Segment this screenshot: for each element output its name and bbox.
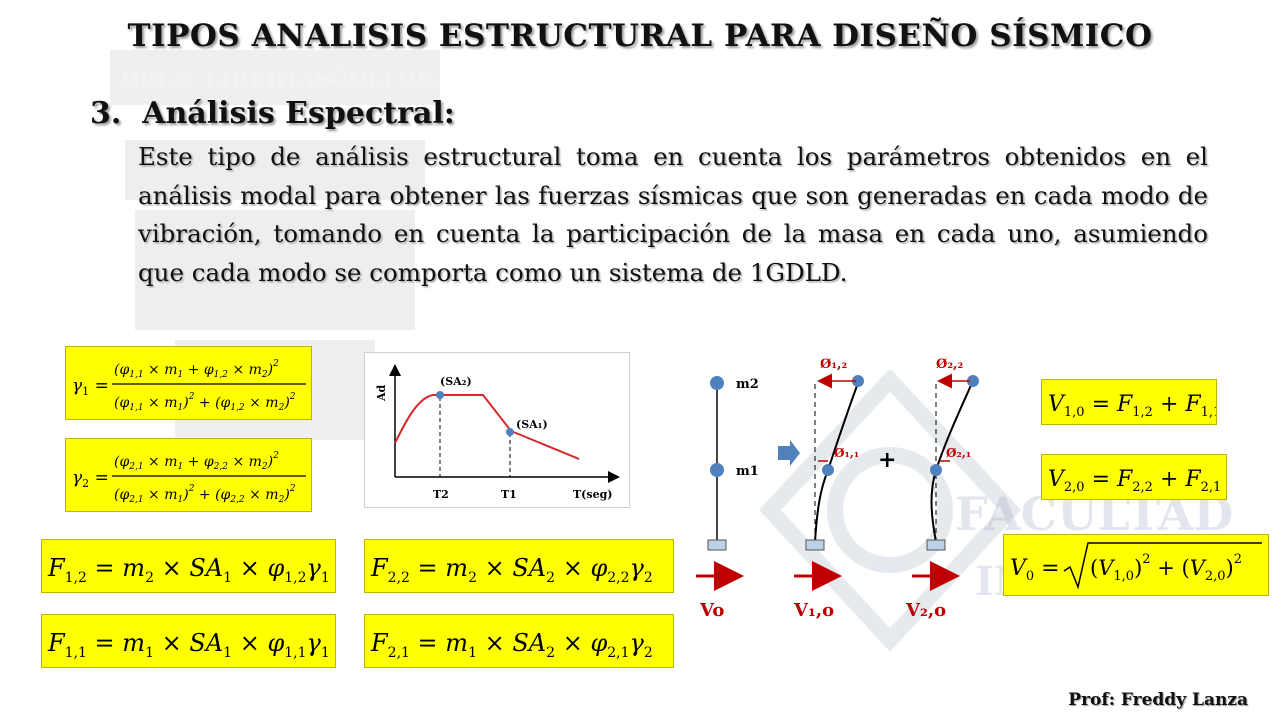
svg-text:V0 =: V0 =: [1010, 556, 1060, 584]
page-title: TIPOS ANALISIS ESTRUCTURAL PARA DISEÑO S…: [127, 18, 1153, 54]
phi-1-2: Ø₁,₂: [820, 357, 847, 372]
spectrum-point-sa1: (SA₁): [516, 418, 548, 431]
section-heading: 3. Análisis Espectral:: [90, 96, 455, 131]
author-credit: Prof: Freddy Lanza: [1068, 690, 1248, 710]
v0-formula: V0 = (V1,0)2 + (V2,0)2: [1003, 534, 1269, 596]
mass-label-m2: m2: [736, 377, 759, 392]
svg-text:(φ2,1 × m1 + φ2,2 × m2)2: (φ2,1 × m1 + φ2,2 × m2)2: [114, 451, 279, 472]
svg-text:F1,2 = m2 × SA1 × φ1,2γ1: F1,2 = m2 × SA1 × φ1,2γ1: [47, 554, 330, 586]
mass-label-m1: m1: [736, 464, 759, 479]
svg-text:F2,1 = m1 × SA2 × φ2,1γ2: F2,1 = m1 × SA2 × φ2,1γ2: [370, 629, 653, 661]
svg-text:V2,0 = F2,2 + F2,1: V2,0 = F2,2 + F2,1: [1048, 467, 1221, 495]
f11-formula: F1,1 = m1 × SA1 × φ1,1γ1: [41, 614, 336, 668]
spectrum-diagram: Ad (SA₂) (SA₁) T2 T1 T(seg): [364, 352, 630, 508]
v20-formula: V2,0 = F2,2 + F2,1: [1041, 454, 1227, 500]
node-m1: [710, 463, 724, 477]
node-m2: [710, 376, 724, 390]
phi-2-1: Ø₂,₁: [946, 446, 971, 460]
sa1-point: [506, 428, 514, 436]
phi-1-1: Ø₁,₁: [834, 446, 859, 460]
watermark-motto-2: LIBERTAS: [205, 67, 332, 93]
f21-formula: F2,1 = m1 × SA2 × φ2,1γ2: [364, 614, 674, 668]
section-number: 3.: [90, 96, 122, 131]
sa2-point: [436, 391, 444, 399]
gamma2-formula: γ2 = (φ2,1 × m1 + φ2,2 × m2)2 (φ2,1 × m1…: [65, 438, 312, 512]
f22-formula: F2,2 = m2 × SA2 × φ2,2γ2: [364, 539, 674, 593]
watermark-motto-3: CULTURA: [330, 67, 452, 93]
mode-shapes-diagram: m2 m1 Ø₁,₂ Ø₁,₁ + Ø₂,₂ Ø₂,₁ Vo V₁,o V₂,o: [696, 357, 979, 621]
svg-text:γ2 =: γ2 =: [72, 468, 109, 490]
svg-text:F1,1 = m1 × SA1 × φ1,1γ1: F1,1 = m1 × SA1 × φ1,1γ1: [47, 629, 330, 661]
tick-t1: T1: [501, 488, 517, 501]
svg-text:γ1 =: γ1 =: [72, 376, 109, 398]
watermark-motto-1: DEUS: [120, 67, 191, 93]
gamma1-formula: γ1 = (φ1,1 × m1 + φ1,2 × m2)2 (φ1,1 × m1…: [65, 346, 312, 420]
svg-text:(V1,0)2 + (V2,0)2: (V1,0)2 + (V2,0)2: [1090, 552, 1242, 584]
shear-v1o: V₁,o: [793, 600, 834, 621]
body-paragraph: Este tipo de análisis estructural toma e…: [138, 142, 1208, 287]
spectrum-point-sa2: (SA₂): [440, 375, 472, 388]
spectrum-y-label: Ad: [375, 384, 388, 402]
shear-vo: Vo: [699, 600, 724, 621]
svg-text:V1,0 = F1,2 + F1,1: V1,0 = F1,2 + F1,1: [1048, 392, 1216, 420]
v10-formula: V1,0 = F1,2 + F1,1: [1041, 379, 1221, 425]
plus-sign: +: [878, 447, 896, 473]
phi-2-2: Ø₂,₂: [936, 357, 963, 372]
svg-text:(φ2,1 × m1)2 + (φ2,2 × m2)2: (φ2,1 × m1)2 + (φ2,2 × m2)2: [114, 484, 296, 505]
svg-text:(φ1,1 × m1)2 + (φ1,2 × m2)2: (φ1,1 × m1)2 + (φ1,2 × m2)2: [114, 392, 296, 413]
svg-text:F2,2 = m2 × SA2 × φ2,2γ2: F2,2 = m2 × SA2 × φ2,2γ2: [370, 554, 653, 586]
f12-formula: F1,2 = m2 × SA1 × φ1,2γ1: [41, 539, 336, 593]
svg-text:(φ1,1 × m1 + φ1,2 × m2)2: (φ1,1 × m1 + φ1,2 × m2)2: [114, 359, 279, 380]
section-title: Análisis Espectral:: [142, 96, 455, 131]
shear-v2o: V₂,o: [905, 600, 946, 621]
spectrum-x-label: T(seg): [573, 488, 612, 501]
tick-t2: T2: [433, 488, 449, 501]
